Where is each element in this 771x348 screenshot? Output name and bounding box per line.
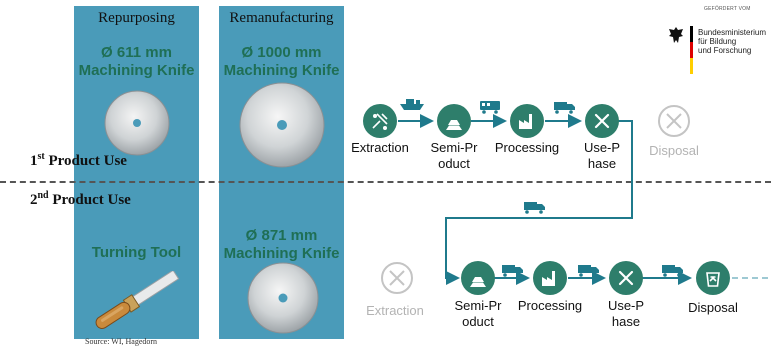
step-label: Disposal xyxy=(649,143,699,158)
step-label: Processing xyxy=(494,140,560,155)
knife-disc-1000 xyxy=(239,82,325,173)
step-label: Use-P hase xyxy=(607,298,645,329)
ministry-name: Bundesministerium für Bildung und Forsch… xyxy=(698,28,767,55)
knife-disc-871 xyxy=(247,262,319,339)
ship-icon xyxy=(400,99,424,110)
remanufacturing-header: Remanufacturing xyxy=(229,10,334,26)
flag-stripe xyxy=(690,26,693,74)
knife-disc-611 xyxy=(104,90,170,161)
truck-icon xyxy=(524,202,545,214)
step-label: Use-P hase xyxy=(583,140,621,171)
product-use-divider xyxy=(0,181,771,183)
turning-tool-title: Turning Tool xyxy=(91,244,182,261)
step-label: Extraction xyxy=(351,140,409,155)
step-label: Disposal xyxy=(688,300,738,315)
truck-icon xyxy=(578,265,599,277)
extraction-icon xyxy=(380,261,414,295)
tools-icon xyxy=(609,261,643,295)
factory-icon xyxy=(510,104,544,138)
second-product-use-label: 2nd Product Use xyxy=(30,190,131,208)
repurposing-header: Repurposing xyxy=(98,10,175,26)
step-label: Semi-Pr oduct xyxy=(454,298,502,329)
eagle-icon xyxy=(669,27,683,43)
funder-caption: GEFÖRDERT VOM xyxy=(704,6,751,12)
truck-icon xyxy=(662,265,683,277)
truck-icon xyxy=(502,265,523,277)
first-product-use-label: 1st Product Use xyxy=(30,151,127,169)
repurposing-knife-title: Ø 611 mm Machining Knife xyxy=(78,44,195,79)
step-label: Extraction xyxy=(366,303,424,318)
remanufacturing-panel: Remanufacturing Ø 1000 mm Machining Knif… xyxy=(219,6,344,339)
disposal-icon xyxy=(657,104,691,138)
factory-icon xyxy=(533,261,567,295)
extraction-icon xyxy=(363,104,397,138)
recycling-bin-icon xyxy=(696,261,730,295)
truck-icon xyxy=(554,102,575,114)
turning-tool-image xyxy=(82,269,192,336)
train-icon xyxy=(480,101,500,114)
repurposing-panel: Repurposing Ø 611 mm Machining Knife Tur… xyxy=(74,6,199,339)
ingots-icon xyxy=(437,104,471,138)
step-label: Semi-Pr oduct xyxy=(430,140,478,171)
source-note: Source: WI, Hagedorn xyxy=(85,337,158,346)
tools-icon xyxy=(585,104,619,138)
remanufacturing-knife-title-top: Ø 1000 mm Machining Knife xyxy=(223,44,340,79)
remanufacturing-knife-title-bottom: Ø 871 mm Machining Knife xyxy=(223,227,340,262)
step-label: Processing xyxy=(517,298,583,313)
ingots-icon xyxy=(461,261,495,295)
